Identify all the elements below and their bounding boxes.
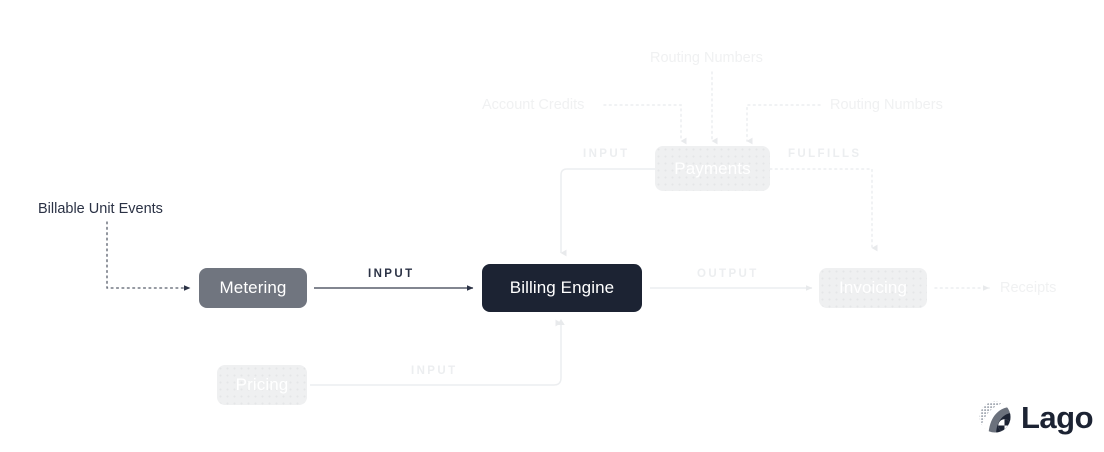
node-pricing-label: Pricing [235,375,289,394]
node-payments-label: Payments [674,158,751,178]
lago-globe-icon [979,401,1011,433]
edge-payments-to-engine [560,168,655,257]
node-payments[interactable]: Payments [655,146,770,191]
edge-caption-input-pricing: INPUT [411,365,458,377]
label-receipts: Receipts [1000,280,1057,296]
edge-caption-input-metering: INPUT [368,268,415,280]
node-invoicing[interactable]: Invoicing [819,268,927,308]
label-account-credits: Account Credits [482,97,585,113]
edge-routing-numbers-right-to-payments [746,104,821,145]
edge-billable-events-to-metering [106,221,191,291]
edge-caption-fulfills: FULFILLS [788,148,862,160]
label-billable-unit-events: Billable Unit Events [38,201,163,217]
node-invoicing-label: Invoicing [839,278,907,297]
lago-logo: Lago [978,399,1094,435]
node-billing-engine[interactable]: Billing Engine [482,264,642,312]
edge-payments-to-invoicing [769,168,878,252]
label-routing-numbers-right: Routing Numbers [830,97,943,113]
node-pricing[interactable]: Pricing [217,365,307,405]
edge-pricing-arrowhead [557,319,565,325]
node-billing-engine-label: Billing Engine [509,278,615,297]
label-routing-numbers-top: Routing Numbers [650,50,763,66]
edge-account-credits-to-payments [603,104,687,145]
node-metering[interactable]: Metering [199,268,307,308]
lago-wordmark: Lago [1021,399,1094,435]
edge-caption-output: OUTPUT [697,268,759,280]
edge-pricing-to-engine [310,319,562,386]
node-metering-label: Metering [219,278,287,297]
edge-caption-input-payments: INPUT [583,148,630,160]
